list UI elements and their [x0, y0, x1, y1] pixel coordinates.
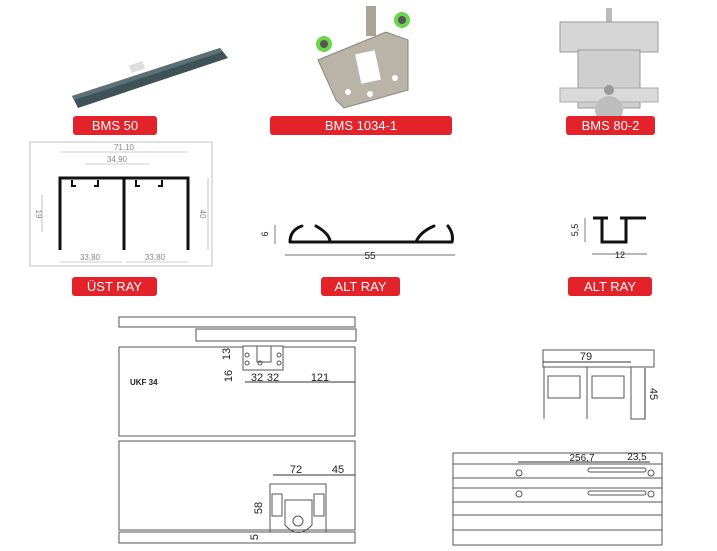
dim-width: 12 — [615, 250, 625, 260]
installation-side-view — [542, 349, 655, 420]
dim-inner: 34,90 — [107, 155, 128, 164]
dim-left-width: 33,80 — [80, 253, 101, 262]
dim-72: 72 — [290, 464, 302, 476]
dim-5: 5 — [249, 534, 261, 540]
dim-right-width: 33,80 — [145, 253, 166, 262]
soft-close-damper-image — [72, 48, 228, 108]
dim-45: 45 — [332, 464, 344, 476]
profile-label-alt-ray-1: ALT RAY — [321, 277, 400, 296]
dim-height: 40 — [198, 210, 207, 219]
dim-left-height: 19 — [34, 210, 43, 219]
dim-45-side: 45 — [647, 388, 659, 400]
product-label-bms-50: BMS 50 — [73, 116, 157, 135]
dim-height: 6 — [260, 231, 270, 236]
dim-total: 71,10 — [114, 143, 135, 152]
roller-bracket-image — [316, 6, 410, 109]
bottom-roller-image — [559, 8, 659, 124]
profile-label-ust-ray: ÜST RAY — [72, 277, 157, 296]
ust-ray-profile — [29, 141, 213, 267]
product-label-bms-1034-1: BMS 1034-1 — [270, 116, 452, 135]
dim-13: 13 — [221, 348, 233, 360]
installation-rail-view — [452, 452, 663, 546]
dim-32b: 32 — [267, 372, 279, 384]
dim-256-7: 256,7 — [569, 453, 594, 464]
model-label: UKF 34 — [130, 378, 158, 387]
dim-79: 79 — [580, 351, 592, 363]
installation-front-view — [118, 316, 357, 544]
product-label-bms-80-2: BMS 80-2 — [566, 116, 655, 135]
alt-ray-u-profile — [584, 216, 647, 255]
alt-ray-flat-profile — [274, 224, 456, 256]
profile-label-alt-ray-2: ALT RAY — [568, 277, 652, 296]
dim-23-5: 23,5 — [627, 452, 647, 463]
dim-121: 121 — [311, 372, 329, 384]
dim-height: 5,5 — [570, 224, 580, 237]
dim-16: 16 — [223, 370, 235, 382]
dim-58: 58 — [253, 502, 265, 514]
dim-width: 55 — [364, 251, 376, 262]
dim-32a: 32 — [251, 372, 263, 384]
